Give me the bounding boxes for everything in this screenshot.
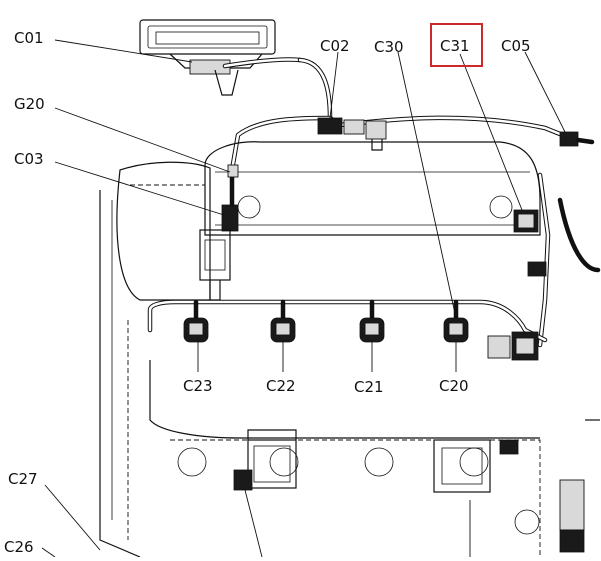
ecu-module: [139, 19, 303, 96]
coil-module-right: [433, 439, 519, 493]
coil-module-left: [233, 429, 297, 491]
engine-block: [99, 190, 541, 558]
label-c03: C03: [14, 150, 44, 168]
label-c20: C20: [439, 377, 469, 395]
valve-cover: [116, 141, 541, 301]
connector-c02: [317, 117, 387, 151]
label-c01: C01: [14, 29, 44, 47]
label-c27: C27: [8, 470, 38, 488]
connector-c31: [513, 172, 601, 348]
label-c22: C22: [266, 377, 296, 395]
inline-connector: [487, 331, 539, 361]
label-g20: G20: [14, 95, 45, 113]
injector-c22: [270, 299, 296, 343]
label-c26: C26: [4, 538, 34, 556]
label-c21: C21: [354, 378, 384, 396]
sensor-c03: [199, 164, 239, 301]
highlight-box-c31: [430, 23, 483, 67]
leader-lines: [41, 39, 566, 558]
label-c05: C05: [501, 37, 531, 55]
label-c23: C23: [183, 377, 213, 395]
injector-c23: [183, 299, 209, 343]
connector-c05: [559, 131, 595, 147]
label-c30: C30: [374, 38, 404, 56]
label-c02: C02: [320, 37, 350, 55]
label-c31: C31: [440, 37, 470, 55]
injector-c20: [443, 299, 469, 343]
injector-c21: [359, 299, 385, 343]
right-fitting: [514, 419, 600, 553]
